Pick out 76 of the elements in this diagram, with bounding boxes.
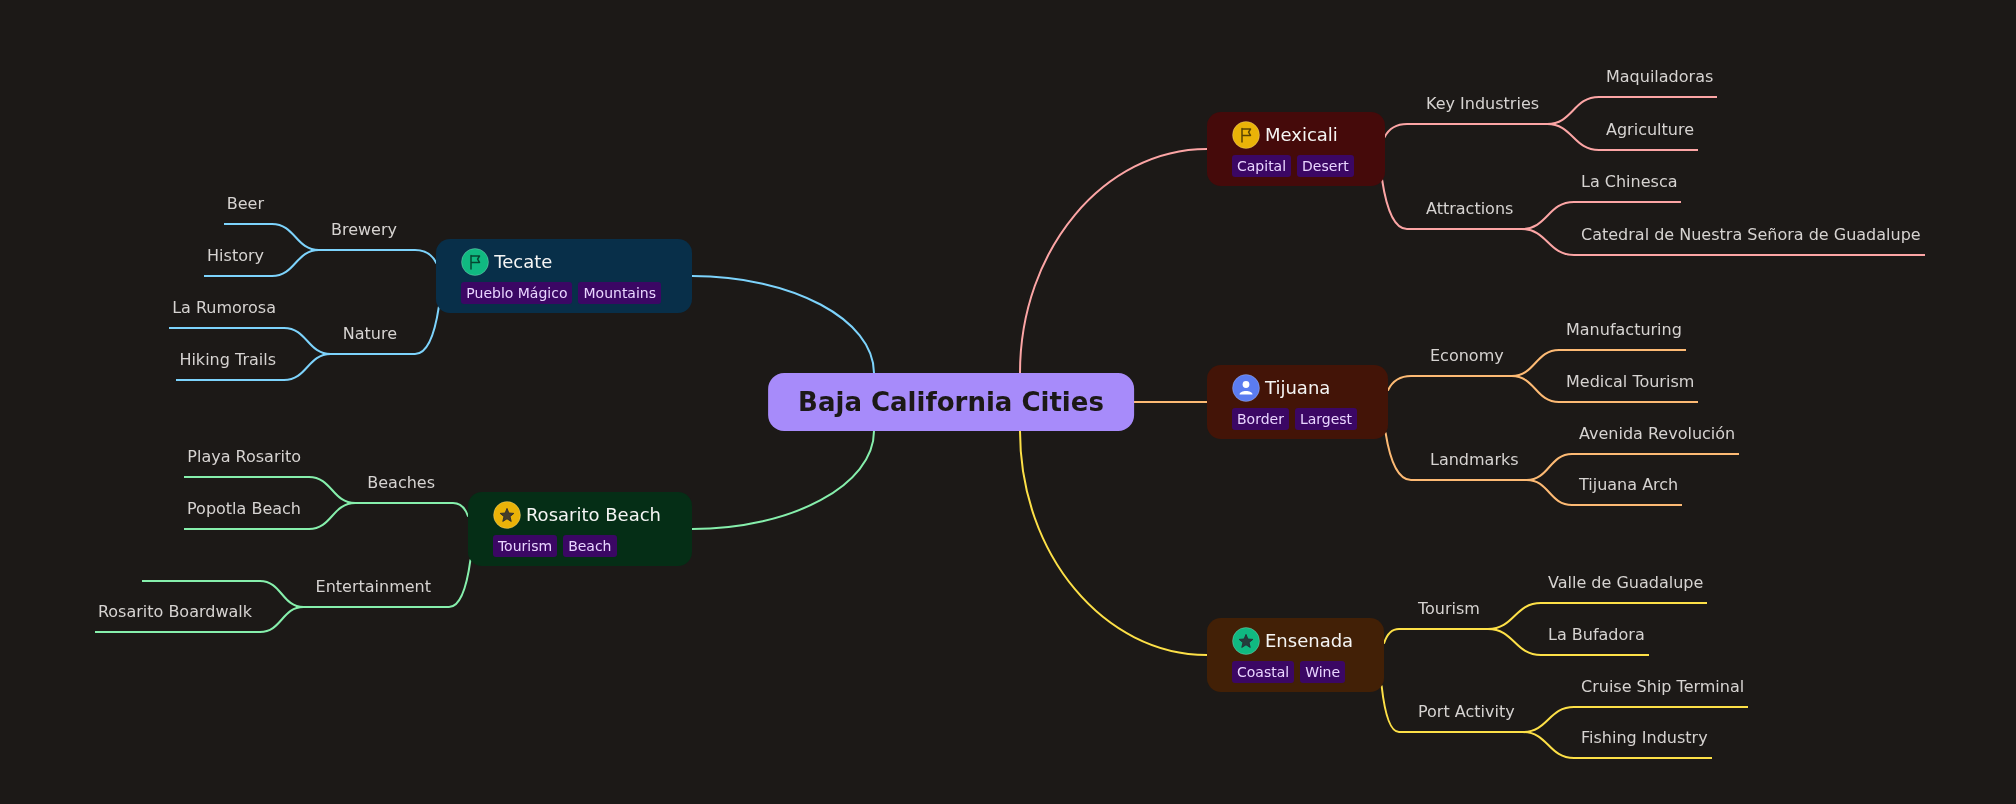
tag-chip: Largest — [1294, 408, 1358, 430]
branch-label: Brewery — [318, 219, 415, 251]
leaf-label: Tijuana Arch — [1572, 474, 1683, 506]
leaf-label: Avenida Revolución — [1572, 423, 1740, 455]
leaf-label: Rosarito Boardwalk — [94, 601, 260, 633]
leaf-label: Maquiladoras — [1599, 66, 1718, 98]
branch-label: Landmarks — [1411, 449, 1527, 481]
leaf-label: Playa Rosarito — [184, 446, 309, 478]
connector — [414, 306, 440, 355]
connector — [1387, 375, 1412, 391]
topic-title: Tecate — [494, 251, 553, 273]
branch-label: Nature — [330, 323, 415, 355]
leaf-label: La Bufadora — [1541, 624, 1649, 656]
connector — [1486, 628, 1542, 656]
connector — [1510, 375, 1560, 403]
connector — [1383, 628, 1400, 644]
connector — [691, 430, 875, 530]
leaf-label: Beer — [223, 193, 272, 225]
connector — [1546, 123, 1600, 151]
tag-chip: Desert — [1297, 155, 1354, 177]
topic-title: Rosarito Beach — [525, 504, 661, 526]
topic-title: Tijuana — [1265, 377, 1331, 399]
branch-label: Tourism — [1399, 598, 1488, 630]
connector — [1381, 179, 1408, 230]
topic-card — [467, 492, 692, 566]
connector — [1380, 685, 1400, 733]
tag-chip: Tourism — [492, 535, 558, 557]
topic-card — [1207, 618, 1385, 692]
tag-chip: Border — [1232, 408, 1289, 430]
topic-card — [1207, 112, 1385, 186]
leaf-label: Valle de Guadalupe — [1541, 572, 1708, 604]
branch-label: Attractions — [1407, 198, 1522, 230]
topic-title: Mexicali — [1265, 124, 1338, 146]
leaf-label: History — [204, 245, 272, 277]
tag-chip: Beach — [563, 535, 617, 557]
connector — [271, 249, 320, 277]
tag-chip: Wine — [1300, 661, 1346, 683]
connector — [414, 249, 438, 264]
connector — [1383, 123, 1408, 138]
tag-chip: Pueblo Mágico — [461, 282, 573, 304]
leaf-label: Manufacturing — [1559, 319, 1686, 351]
leaf-label: Popotla Beach — [184, 498, 309, 530]
connector — [1525, 479, 1573, 506]
topic-title: Ensenada — [1265, 630, 1354, 652]
connector — [1384, 432, 1412, 481]
connector — [1521, 731, 1575, 759]
connector — [691, 275, 875, 374]
tag-chip: Mountains — [578, 282, 661, 304]
branch-label: Beaches — [355, 472, 453, 504]
topic-card — [1207, 365, 1389, 439]
leaf-label: La Rumorosa — [169, 297, 284, 329]
central-topic: Baja California Cities — [768, 373, 1134, 431]
connector — [283, 353, 332, 381]
leaf-label: Catedral de Nuestra Señora de Guadalupe — [1574, 224, 1925, 256]
leaf-label: Fishing Industry — [1574, 727, 1712, 759]
connector — [1019, 430, 1208, 656]
connector — [452, 502, 469, 517]
blank-underline — [142, 580, 260, 582]
leaf-label: Cruise Ship Terminal — [1574, 676, 1749, 708]
connector — [448, 559, 472, 608]
topic-card — [436, 239, 692, 313]
connector — [1019, 148, 1208, 374]
leaf-label: La Chinesca — [1574, 171, 1682, 203]
leaf-label: Medical Tourism — [1559, 371, 1699, 403]
branch-label: Economy — [1411, 345, 1512, 377]
branch-label: Key Industries — [1407, 93, 1548, 125]
branch-label: Entertainment — [303, 576, 449, 608]
leaf-label: Agriculture — [1599, 119, 1698, 151]
tag-chip: Capital — [1232, 155, 1292, 177]
leaf-label: Hiking Trails — [176, 349, 284, 381]
connector — [259, 606, 305, 633]
connector — [1520, 228, 1575, 256]
connector — [1132, 401, 1208, 403]
connector — [308, 502, 357, 530]
branch-label: Port Activity — [1399, 701, 1523, 733]
tag-chip: Coastal — [1232, 661, 1295, 683]
